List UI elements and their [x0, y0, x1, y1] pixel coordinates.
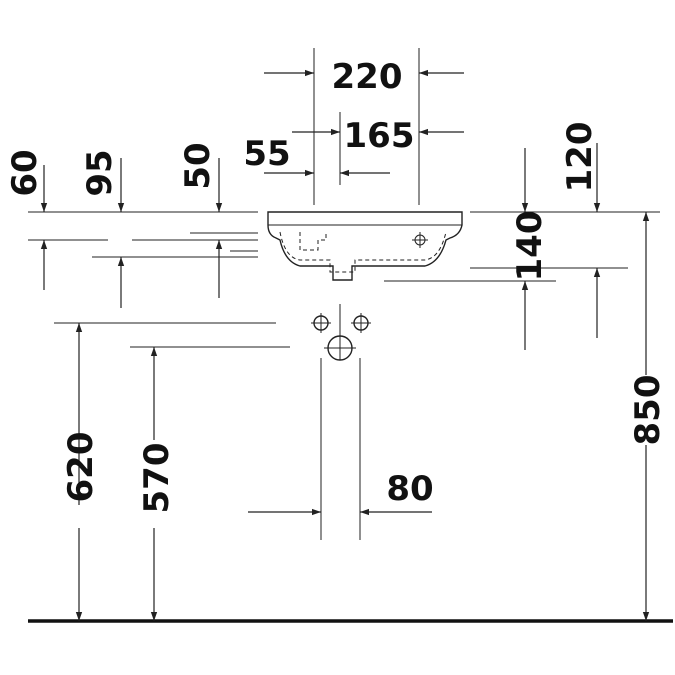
dimension-label-60: 60	[5, 149, 45, 196]
dimension-165: 165	[292, 116, 464, 156]
cold-supply-icon	[311, 313, 331, 333]
dimension-label-220: 220	[332, 57, 403, 97]
dimension-label-165: 165	[344, 116, 415, 156]
dimension-220: 220	[264, 57, 464, 97]
dimension-60: 60	[5, 149, 48, 290]
dimension-140: 140	[510, 148, 550, 350]
dimension-label-80: 80	[386, 469, 433, 509]
dimension-620: 620	[61, 323, 101, 621]
water-supply-connections	[311, 304, 371, 361]
hot-supply-icon	[351, 313, 371, 333]
dimension-95: 95	[80, 149, 125, 308]
dimension-120: 120	[560, 122, 601, 338]
dimension-55: 55	[243, 134, 390, 177]
dimension-label-140: 140	[510, 211, 550, 282]
dimension-50: 50	[178, 142, 223, 298]
dimension-label-850: 850	[628, 375, 668, 446]
dimension-label-570: 570	[137, 443, 177, 514]
dimension-label-120: 120	[560, 122, 600, 193]
tap-hole-icon	[412, 232, 428, 248]
dimension-850: 850	[628, 212, 668, 621]
dimension-570: 570	[137, 347, 177, 621]
waste-outlet-icon	[324, 304, 356, 361]
dimension-label-50: 50	[178, 142, 218, 189]
dimension-80: 80	[248, 469, 434, 516]
dimension-label-620: 620	[61, 432, 101, 503]
dimension-label-55: 55	[243, 134, 290, 174]
dimension-label-95: 95	[80, 149, 120, 196]
washbasin	[267, 211, 463, 281]
